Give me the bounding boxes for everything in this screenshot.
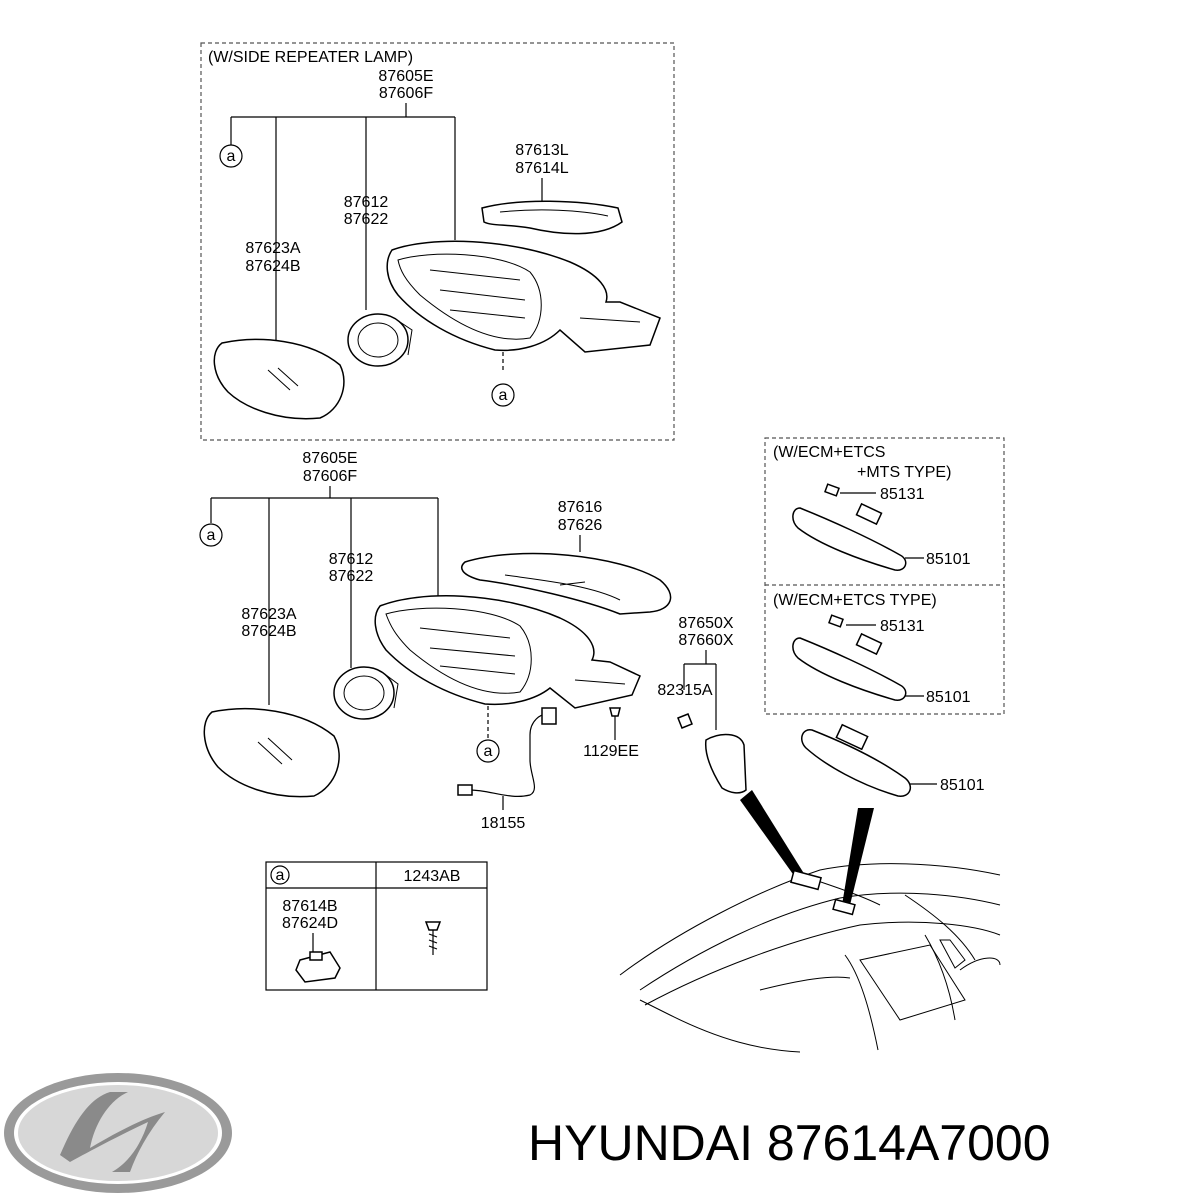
mid-actuator-label-1: 87612 bbox=[329, 551, 374, 568]
side-repeater-group-box bbox=[200, 42, 675, 441]
table-part-label-1: 87614B bbox=[282, 898, 337, 915]
mid-cover-label-2: 87626 bbox=[558, 517, 603, 534]
cover-trim-label-1: 87650X bbox=[678, 615, 733, 632]
mid-assembly-label-2: 87606F bbox=[303, 468, 357, 485]
ref-marker-a-label: a bbox=[227, 148, 236, 165]
top-actuator-label-2: 87622 bbox=[344, 211, 389, 228]
clip-label: 82315A bbox=[657, 682, 712, 699]
reference-table: a 1243AB 87614B 87624D bbox=[265, 861, 488, 991]
ref-marker-a bbox=[219, 144, 243, 168]
cover-trim-label-2: 87660X bbox=[678, 632, 733, 649]
ecm-mts-mirror-label: 85101 bbox=[926, 551, 971, 568]
screw-label: 1129EE bbox=[583, 743, 639, 760]
pointer-to-rear-mirror bbox=[842, 808, 874, 905]
ecm-mirror-label: 85101 bbox=[926, 689, 971, 706]
svg-text:a: a bbox=[484, 743, 493, 760]
mid-mirror-actuator bbox=[333, 666, 395, 720]
cover-trim-piece bbox=[704, 733, 747, 794]
cover-lamp-part bbox=[295, 951, 341, 983]
mid-glass-label-2: 87624B bbox=[241, 623, 296, 640]
harness-label: 18155 bbox=[481, 815, 526, 832]
ecm-mts-sensor-label: 85131 bbox=[880, 486, 925, 503]
top-glass-label-2: 87624B bbox=[245, 258, 300, 275]
svg-text:a: a bbox=[207, 527, 216, 544]
top-cover-label-2: 87614L bbox=[515, 160, 568, 177]
ecm-mts-title-2: +MTS TYPE) bbox=[857, 464, 951, 481]
base-mirror-label: 85101 bbox=[940, 777, 985, 794]
product-caption: HYUNDAI 87614A7000 bbox=[528, 1115, 1051, 1171]
top-assembly-label-2: 87606F bbox=[379, 85, 433, 102]
ecm-sensor-label: 85131 bbox=[880, 618, 925, 635]
ecm-group-box bbox=[764, 437, 1005, 715]
svg-text:a: a bbox=[499, 387, 508, 404]
mid-mirror-glass bbox=[203, 707, 340, 798]
tapping-screw bbox=[424, 921, 442, 931]
table-part-label-2: 87624D bbox=[282, 915, 338, 932]
top-mirror-glass bbox=[213, 338, 345, 420]
mid-actuator-label-2: 87622 bbox=[329, 568, 374, 585]
mid-mirror-housing bbox=[374, 595, 641, 709]
mid-cover-label-1: 87616 bbox=[558, 499, 603, 516]
top-mirror-housing bbox=[386, 240, 661, 353]
ref-marker-a bbox=[491, 383, 515, 407]
side-repeater-cover bbox=[481, 200, 623, 235]
car-outline bbox=[619, 863, 1001, 1053]
screw-1129ee bbox=[609, 707, 621, 717]
ecm-mts-mirror bbox=[792, 507, 907, 571]
top-assembly-leader bbox=[230, 103, 456, 340]
mid-glass-label-1: 87623A bbox=[241, 606, 296, 623]
hyundai-logo bbox=[4, 1073, 232, 1193]
ecm-mts-title-1: (W/ECM+ETCS bbox=[773, 444, 885, 461]
wiring-harness bbox=[469, 713, 551, 797]
mid-assembly-label-1: 87605E bbox=[302, 450, 357, 467]
clip-82315a bbox=[677, 713, 693, 729]
top-cover-label-1: 87613L bbox=[515, 142, 568, 159]
ecm-title: (W/ECM+ETCS TYPE) bbox=[773, 592, 937, 609]
top-glass-label-1: 87623A bbox=[245, 240, 300, 257]
top-assembly-label-1: 87605E bbox=[378, 68, 433, 85]
top-mirror-actuator bbox=[347, 313, 409, 367]
ecm-mirror bbox=[792, 637, 907, 701]
top-actuator-label-1: 87612 bbox=[344, 194, 389, 211]
table-header-screw: 1243AB bbox=[404, 868, 461, 885]
table-header-ref: a bbox=[276, 867, 285, 884]
mid-assembly-leader bbox=[210, 486, 439, 705]
side-repeater-group-title: (W/SIDE REPEATER LAMP) bbox=[208, 49, 413, 66]
base-rear-mirror bbox=[801, 729, 912, 797]
pointer-to-side-mirror bbox=[740, 790, 808, 884]
